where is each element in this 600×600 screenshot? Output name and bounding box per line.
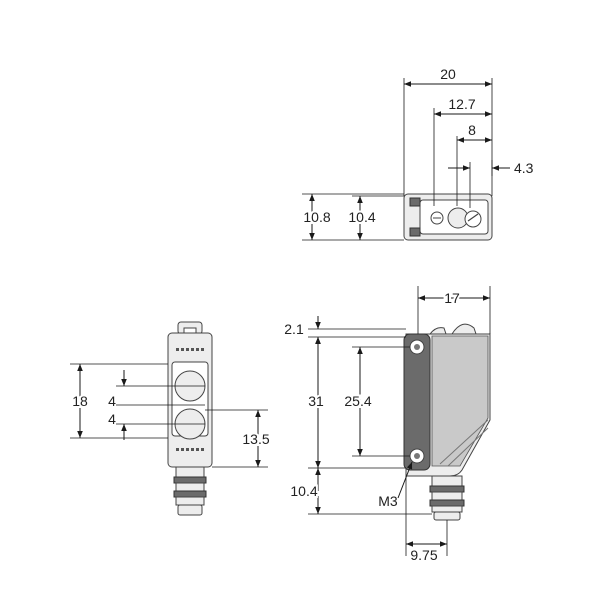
dim-label-2-1: 2.1 [284, 321, 304, 337]
dim-label-10-8: 10.8 [303, 209, 330, 225]
dim-label-4-lower: 4 [108, 411, 116, 427]
top-view: 20 12.7 8 4.3 10.8 10.4 [301, 66, 534, 241]
dim-label-4-3: 4.3 [514, 160, 534, 176]
dim-label-25-4: 25.4 [344, 393, 371, 409]
dim-label-31: 31 [308, 393, 324, 409]
dim-label-4-upper: 4 [108, 393, 116, 409]
dim-label-17: 17 [444, 290, 460, 306]
dim-label-18: 18 [72, 393, 88, 409]
m3-leader [397, 461, 413, 499]
dim-label-10-4-connector: 10.4 [290, 483, 317, 499]
side-view: 17 2.1 31 25.4 10.4 M3 9.75 [284, 286, 491, 563]
dim-label-20: 20 [440, 66, 456, 82]
dim-label-10-4-top: 10.4 [348, 209, 375, 225]
top-view-body [403, 193, 493, 241]
dim-label-m3: M3 [378, 493, 398, 509]
front-view-body [167, 321, 213, 516]
side-view-body [403, 323, 491, 521]
dim-label-8: 8 [468, 122, 476, 138]
front-view: 18 4 4 13.5 [70, 321, 272, 516]
dim-label-13-5: 13.5 [242, 431, 269, 447]
dim-label-12-7: 12.7 [448, 96, 475, 112]
dim-label-9-75: 9.75 [410, 547, 437, 563]
